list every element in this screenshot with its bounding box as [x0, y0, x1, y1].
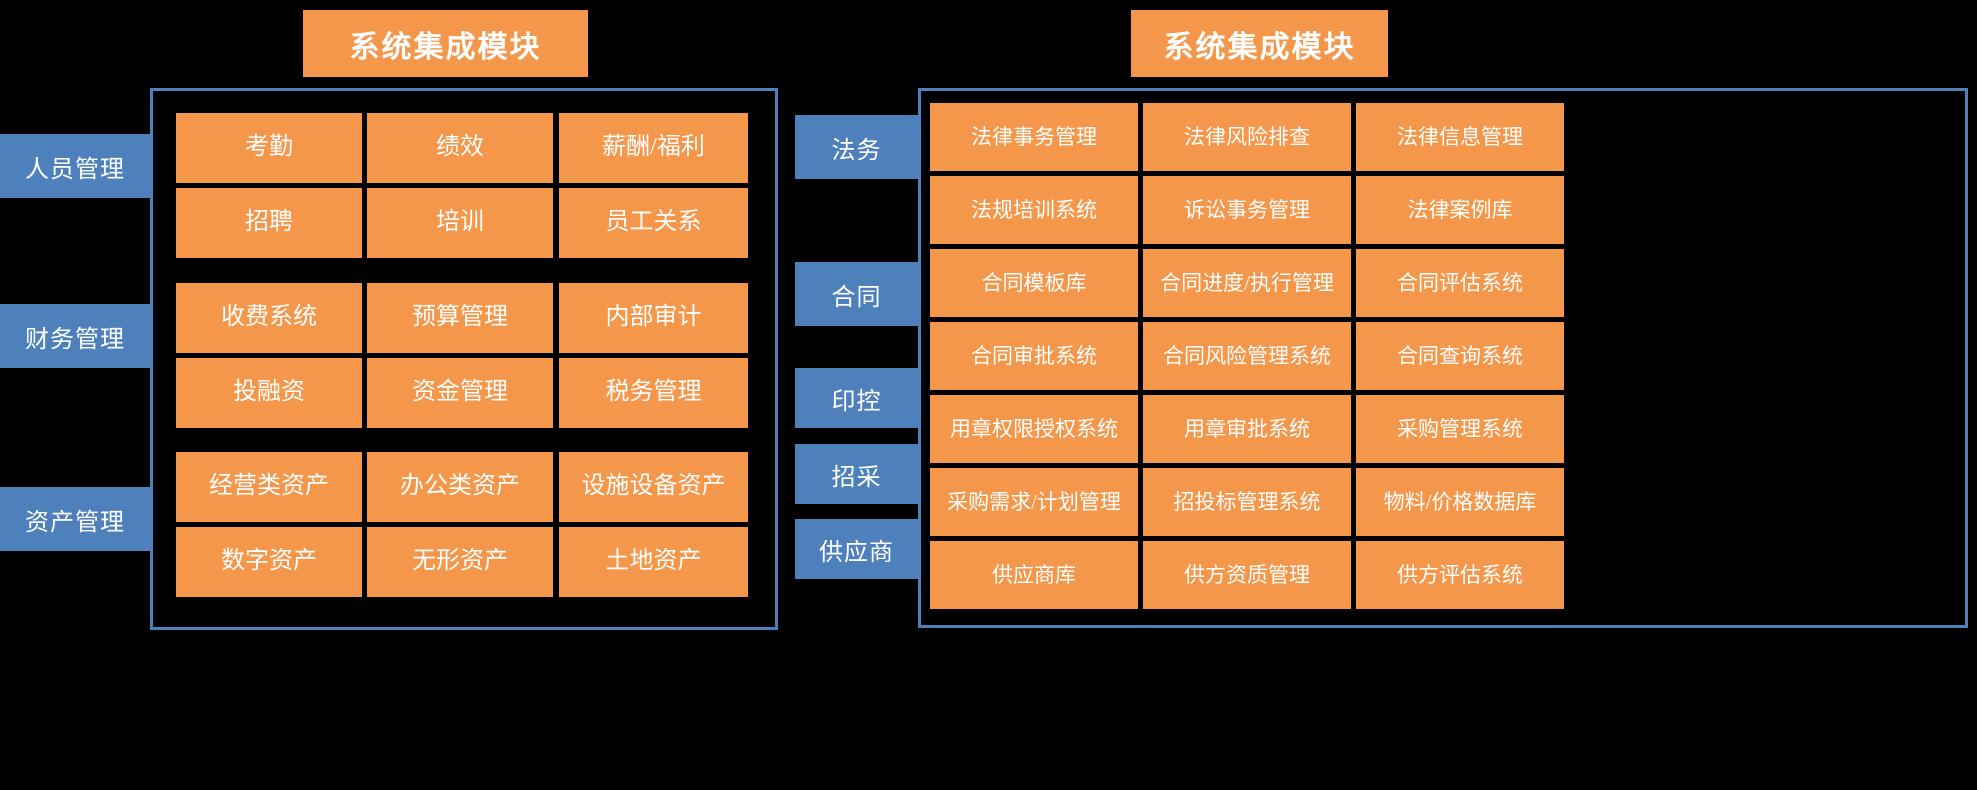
- module-cell[interactable]: 税务管理: [559, 358, 748, 428]
- module-cell[interactable]: 绩效: [367, 113, 553, 183]
- sidebar-item-assets[interactable]: 资产管理: [0, 487, 150, 551]
- module-cell[interactable]: 采购需求/计划管理: [930, 468, 1138, 536]
- module-cell[interactable]: 办公类资产: [367, 452, 553, 522]
- module-cell[interactable]: 收费系统: [176, 283, 362, 353]
- module-cell[interactable]: 法规培训系统: [930, 176, 1138, 244]
- module-cell[interactable]: 考勤: [176, 113, 362, 183]
- module-cell[interactable]: 预算管理: [367, 283, 553, 353]
- module-cell[interactable]: 物料/价格数据库: [1356, 468, 1564, 536]
- module-cell[interactable]: 法律案例库: [1356, 176, 1564, 244]
- module-cell[interactable]: 投融资: [176, 358, 362, 428]
- sidebar-item-supplier[interactable]: 供应商: [795, 519, 918, 579]
- sidebar-item-seal-control[interactable]: 印控: [795, 368, 918, 428]
- module-cell[interactable]: 合同评估系统: [1356, 249, 1564, 317]
- module-cell[interactable]: 招投标管理系统: [1143, 468, 1351, 536]
- module-cell[interactable]: 资金管理: [367, 358, 553, 428]
- module-cell[interactable]: 法律信息管理: [1356, 103, 1564, 171]
- sidebar-item-legal[interactable]: 法务: [795, 115, 918, 179]
- module-cell[interactable]: 经营类资产: [176, 452, 362, 522]
- module-cell[interactable]: 土地资产: [559, 527, 748, 597]
- module-cell[interactable]: 合同风险管理系统: [1143, 322, 1351, 390]
- module-cell[interactable]: 内部审计: [559, 283, 748, 353]
- module-cell[interactable]: 合同进度/执行管理: [1143, 249, 1351, 317]
- module-cell[interactable]: 合同审批系统: [930, 322, 1138, 390]
- module-cell[interactable]: 供方评估系统: [1356, 541, 1564, 609]
- module-cell[interactable]: 采购管理系统: [1356, 395, 1564, 463]
- left-panel-title: 系统集成模块: [303, 10, 588, 77]
- module-cell[interactable]: 供应商库: [930, 541, 1138, 609]
- right-panel-frame: [918, 88, 1968, 628]
- module-cell[interactable]: 员工关系: [559, 188, 748, 258]
- module-cell[interactable]: 法律事务管理: [930, 103, 1138, 171]
- module-cell[interactable]: 合同模板库: [930, 249, 1138, 317]
- sidebar-item-personnel[interactable]: 人员管理: [0, 134, 150, 198]
- sidebar-item-finance[interactable]: 财务管理: [0, 304, 150, 368]
- right-panel-title: 系统集成模块: [1131, 10, 1388, 77]
- module-cell[interactable]: 设施设备资产: [559, 452, 748, 522]
- module-cell[interactable]: 培训: [367, 188, 553, 258]
- module-cell[interactable]: 无形资产: [367, 527, 553, 597]
- module-cell[interactable]: 数字资产: [176, 527, 362, 597]
- module-cell[interactable]: 诉讼事务管理: [1143, 176, 1351, 244]
- module-cell[interactable]: 招聘: [176, 188, 362, 258]
- module-cell[interactable]: 用章权限授权系统: [930, 395, 1138, 463]
- module-cell[interactable]: 合同查询系统: [1356, 322, 1564, 390]
- module-cell[interactable]: 用章审批系统: [1143, 395, 1351, 463]
- sidebar-item-procurement[interactable]: 招采: [795, 444, 918, 504]
- sidebar-item-contract[interactable]: 合同: [795, 262, 918, 326]
- module-cell[interactable]: 薪酬/福利: [559, 113, 748, 183]
- left-panel-frame: [150, 88, 778, 630]
- module-cell[interactable]: 供方资质管理: [1143, 541, 1351, 609]
- module-cell[interactable]: 法律风险排查: [1143, 103, 1351, 171]
